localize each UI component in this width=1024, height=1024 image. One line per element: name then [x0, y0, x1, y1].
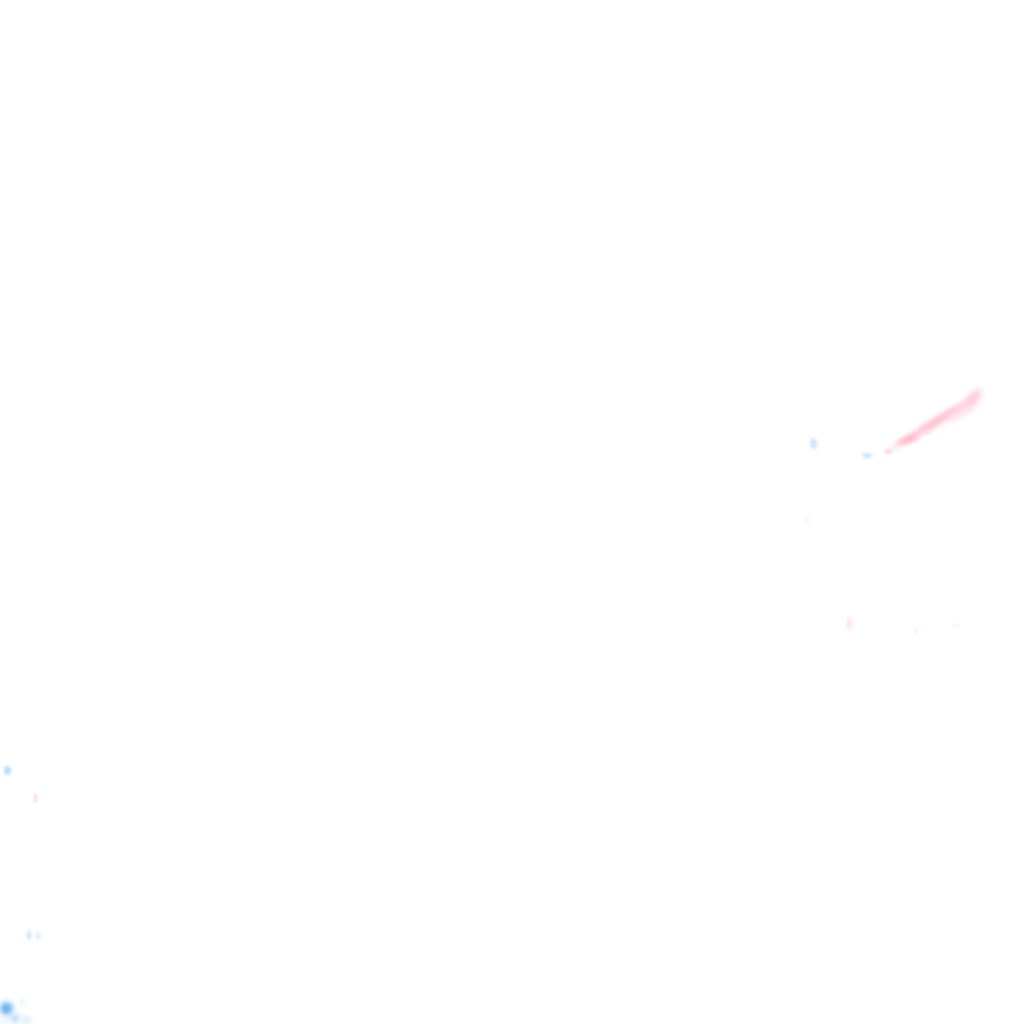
- blue-speck: [36, 931, 40, 940]
- blue-blob: [0, 1002, 13, 1015]
- blue-speck: [810, 438, 817, 449]
- blue-speck: [27, 930, 31, 940]
- blue-blob: [10, 1014, 20, 1023]
- pink-smudge: [846, 617, 853, 630]
- pink-speck: [952, 624, 960, 628]
- pink-speck: [884, 449, 892, 454]
- pink-speck: [914, 627, 918, 634]
- blue-blob: [0, 1017, 8, 1024]
- blue-speck: [862, 453, 872, 458]
- grey-dust-speck: [804, 518, 809, 522]
- blue-blob: [22, 1016, 31, 1024]
- pink-speck: [34, 793, 37, 803]
- blue-blob: [20, 999, 26, 1006]
- pink-speck: [924, 430, 933, 435]
- blue-speck: [4, 766, 11, 775]
